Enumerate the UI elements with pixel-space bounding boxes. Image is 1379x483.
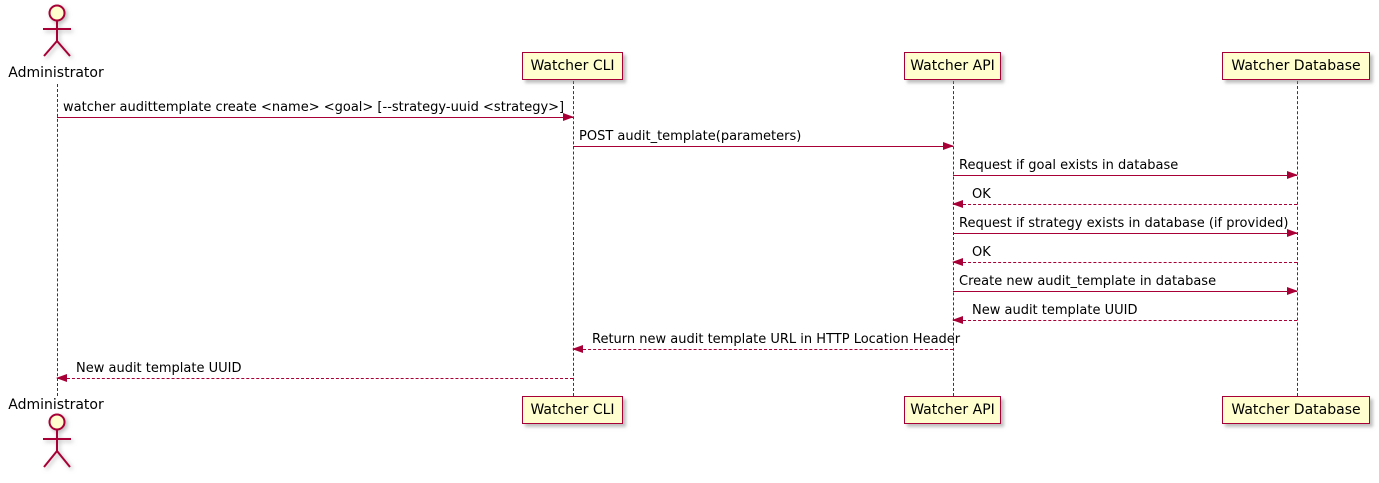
- message-1-arrow: [57, 113, 574, 121]
- message-6-label: OK: [972, 245, 991, 260]
- message-1: watcher audittemplate create <name> <goa…: [57, 99, 574, 121]
- arrowhead-right-icon: [563, 113, 574, 121]
- message-5-label: Request if strategy exists in database (…: [959, 216, 1289, 231]
- participant-watcher-api-bottom: Watcher API: [904, 396, 1001, 424]
- arrowhead-right-icon: [1287, 229, 1298, 237]
- participant-watcher-cli-top: Watcher CLI: [522, 52, 623, 80]
- participant-watcher-api-top: Watcher API: [904, 52, 1001, 80]
- message-10-label: New audit template UUID: [76, 361, 242, 376]
- arrowhead-left-icon: [952, 316, 963, 324]
- message-4: OK: [952, 186, 1297, 208]
- message-3-arrow: [953, 171, 1298, 179]
- message-9-arrow: [572, 345, 953, 353]
- arrowhead-left-icon: [952, 258, 963, 266]
- arrowhead-left-icon: [952, 200, 963, 208]
- message-7: Create new audit_template in database: [953, 273, 1298, 295]
- message-4-label: OK: [972, 187, 991, 202]
- message-9-label: Return new audit template URL in HTTP Lo…: [592, 332, 961, 347]
- arrowhead-right-icon: [1287, 171, 1298, 179]
- message-8: New audit template UUID: [952, 302, 1297, 324]
- message-2: POST audit_template(parameters): [573, 128, 954, 150]
- message-8-label: New audit template UUID: [972, 303, 1138, 318]
- message-3-label: Request if goal exists in database: [959, 158, 1179, 173]
- message-4-arrow: [952, 200, 1297, 208]
- message-9: Return new audit template URL in HTTP Lo…: [572, 331, 960, 353]
- arrowhead-right-icon: [1287, 287, 1298, 295]
- lifeline-watcher-database: [1297, 81, 1298, 396]
- arrowhead-left-icon: [572, 345, 583, 353]
- message-10-arrow: [56, 374, 573, 382]
- arrowhead-left-icon: [56, 374, 67, 382]
- message-6: OK: [952, 244, 1297, 266]
- message-8-arrow: [952, 316, 1297, 324]
- message-3: Request if goal exists in database: [953, 157, 1298, 179]
- message-6-arrow: [952, 258, 1297, 266]
- message-5: Request if strategy exists in database (…: [953, 215, 1298, 237]
- participant-watcher-database-top: Watcher Database: [1222, 52, 1370, 80]
- actor-label-administrator-bottom: Administrator: [8, 397, 104, 413]
- administrator-actor-icon: [43, 413, 71, 468]
- participant-watcher-cli-bottom: Watcher CLI: [522, 396, 623, 424]
- message-7-label: Create new audit_template in database: [959, 274, 1217, 289]
- lifeline-watcher-cli: [573, 81, 574, 396]
- lifeline-administrator: [57, 84, 58, 396]
- arrowhead-right-icon: [943, 142, 954, 150]
- administrator-actor-icon: [43, 4, 71, 57]
- message-7-arrow: [953, 287, 1298, 295]
- message-2-arrow: [573, 142, 954, 150]
- message-1-label: watcher audittemplate create <name> <goa…: [63, 100, 565, 115]
- participant-watcher-database-bottom: Watcher Database: [1222, 396, 1370, 424]
- message-5-arrow: [953, 229, 1298, 237]
- message-10: New audit template UUID: [56, 360, 573, 382]
- message-2-label: POST audit_template(parameters): [579, 129, 802, 144]
- actor-label-administrator-top: Administrator: [8, 65, 104, 81]
- lifeline-watcher-api: [953, 81, 954, 396]
